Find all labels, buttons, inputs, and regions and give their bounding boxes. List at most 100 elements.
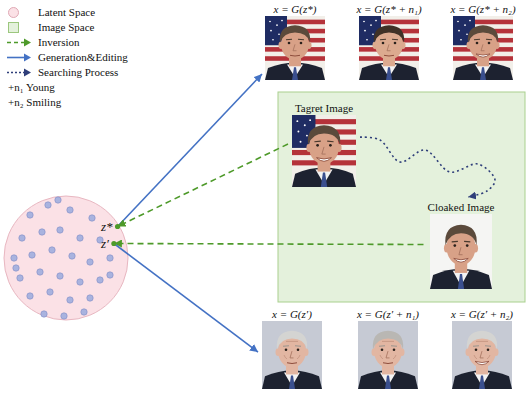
face-part [487,348,490,351]
face-part [297,131,299,133]
face-part [289,375,295,389]
face-part [379,345,397,347]
face-part [373,331,403,349]
face-part [300,141,302,143]
face-part [452,321,512,389]
latent-dot [107,272,113,278]
face-part [393,348,396,351]
latent-dot [13,265,19,271]
face-part [285,348,288,351]
latent-dot [55,197,61,203]
face-part [466,244,469,247]
image-caption: Cloaked Image [426,200,497,214]
face-part [453,244,456,247]
face-part [296,120,298,122]
latent-dot [27,293,33,299]
face-part [308,125,340,145]
face-part [458,274,464,289]
face-part [265,16,325,80]
face-part [370,24,372,26]
face-part [262,321,322,389]
face-part [476,54,490,57]
legend-row: Latent Space [6,6,166,19]
face-part [375,20,377,22]
legend-sample [6,52,32,63]
latent-dot [81,309,87,315]
legend-text: Searching Process [38,66,118,79]
face-part [293,44,297,50]
latent-dot [107,255,113,261]
latent-code: z′ [100,236,110,251]
latent-dot [27,212,33,218]
face-part [469,20,471,22]
face-photo [430,214,492,289]
face-part [454,258,468,262]
latent-dot [67,207,73,213]
face-part [314,141,333,143]
latent-dot [49,247,55,253]
latent-label: z* [100,219,114,234]
image-space-region [278,92,525,302]
face-part [475,361,489,364]
face-part [477,54,489,66]
face-part [460,39,462,41]
image-node: x = G(z* + n₁) [354,2,424,80]
face-part [363,21,365,23]
face-part [488,42,491,44]
face-part [304,124,306,126]
face-part [287,362,297,364]
image-caption: x = G(z* + n₂) [448,2,518,16]
legend-text: Image Space [38,21,95,34]
image-node: x = G(z′) [260,307,324,389]
face-part [468,25,498,42]
legend-sample [6,37,32,48]
image-node: x = G(z′ + n₂) [449,307,516,389]
face-part [306,135,308,137]
legend-row: Image Space [6,21,166,34]
image-node: Tagret Image [290,101,358,187]
face-part [329,144,332,147]
face-part [480,351,484,358]
generation-arrow [118,74,262,227]
face-part [270,30,272,32]
latent-dot [39,229,45,235]
face-part [281,20,283,22]
legend-row: Inversion [6,36,166,49]
face-part [321,173,327,187]
face-part [476,362,488,375]
latent-dot [11,255,17,261]
face-part [466,33,468,35]
face-part [382,42,385,44]
face-part [374,25,404,42]
legend-line [7,42,25,44]
latent-dot [57,273,63,279]
image-caption: x = G(z*) [263,2,327,16]
legend-line [7,72,25,74]
latent-dot [77,235,83,241]
image-node: Cloaked Image [426,200,497,289]
face-part [476,42,479,44]
image-caption: Tagret Image [290,101,358,115]
face-part [473,345,491,347]
face-photo [292,115,356,187]
legend-row: +n₂ Smiling [6,96,166,109]
latent-label: z′ [100,236,110,251]
face-part [292,67,298,80]
latent-dot [19,235,25,241]
latent-dot [45,202,51,208]
face-photo [262,321,322,389]
latent-dots [11,197,113,319]
latent-dot [61,313,67,319]
legend-arrowhead [24,39,31,47]
face-part [290,55,300,57]
face-part [372,33,374,35]
face-part [272,39,274,41]
face-part [467,331,497,349]
face-part [280,25,310,42]
face-part [358,321,418,389]
face-part [283,345,301,347]
face-part [380,341,396,358]
face-part [481,44,485,50]
legend-row: +n₁ Young [6,81,166,94]
legend-text: Inversion [38,36,80,49]
